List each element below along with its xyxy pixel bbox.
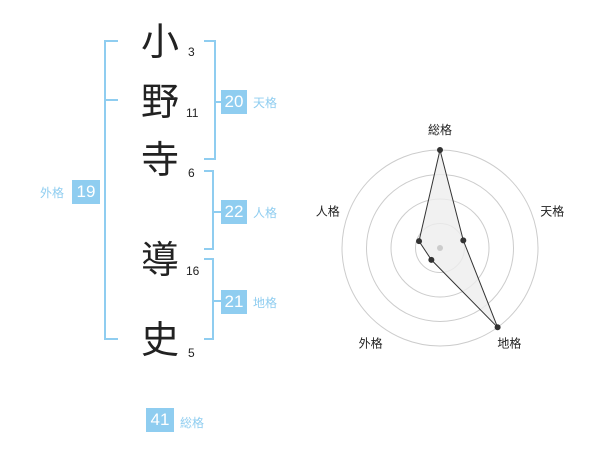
stroke-count-5: 5 [188,346,195,360]
radar-point-3 [428,256,435,263]
radar-point-2 [494,324,501,331]
chikaku-value: 21 [221,290,247,314]
radar-axis-label-4: 人格 [316,204,340,219]
radar-polygon [418,149,499,328]
radar-axis-label-3: 外格 [359,336,383,351]
radar-axis-label-2: 地格 [497,336,521,351]
tenkaku-label: 天格 [253,96,278,110]
radar-axis-label-0: 総格 [428,122,452,137]
stroke-count-1: 3 [188,45,195,59]
jinkaku-value: 22 [221,200,247,224]
jinkaku-label: 人格 [253,206,278,220]
gaikaku-bracket-top [104,40,118,42]
stroke-count-3: 6 [188,166,195,180]
chikaku-bracket-bottom [204,338,214,340]
soukaku-label: 総格 [180,416,205,430]
jinkaku-bracket-tick [212,211,222,213]
kanji-5: 史 [140,318,179,362]
radar-axis-label-1: 天格 [540,204,564,219]
kanji-4: 導 [140,238,179,282]
tenkaku-value: 20 [221,90,247,114]
gaikaku-bracket-bottom [104,338,118,340]
soukaku-value: 41 [146,408,174,432]
gaikaku-label: 外格 [40,186,65,200]
radar-point-0 [437,147,443,153]
radar-center-dot [437,245,443,251]
chikaku-label: 地格 [253,296,278,310]
tenkaku-bracket-bottom [204,158,216,160]
tenkaku-bracket-top [204,40,216,42]
jinkaku-bracket-top [204,170,214,172]
chikaku-bracket-top [204,258,214,260]
kanji-3: 寺 [140,138,179,182]
kanji-2: 野 [140,80,179,124]
gaikaku-bracket-mid [104,99,118,101]
chikaku-bracket-vertical [212,258,214,340]
jinkaku-bracket-bottom [204,248,214,250]
stroke-count-4: 16 [186,264,200,278]
tenkaku-bracket-tick [214,101,222,103]
radar-point-1 [460,237,467,244]
tenkaku-bracket-vertical [214,40,216,160]
kanji-1: 小 [140,20,179,64]
chikaku-bracket-tick [212,300,222,302]
jinkaku-bracket-vertical [212,170,214,250]
gaikaku-bracket-vertical [104,40,106,340]
stroke-count-2: 11 [186,106,199,120]
gaikaku-value: 19 [72,180,100,204]
radar-point-4 [416,238,423,245]
